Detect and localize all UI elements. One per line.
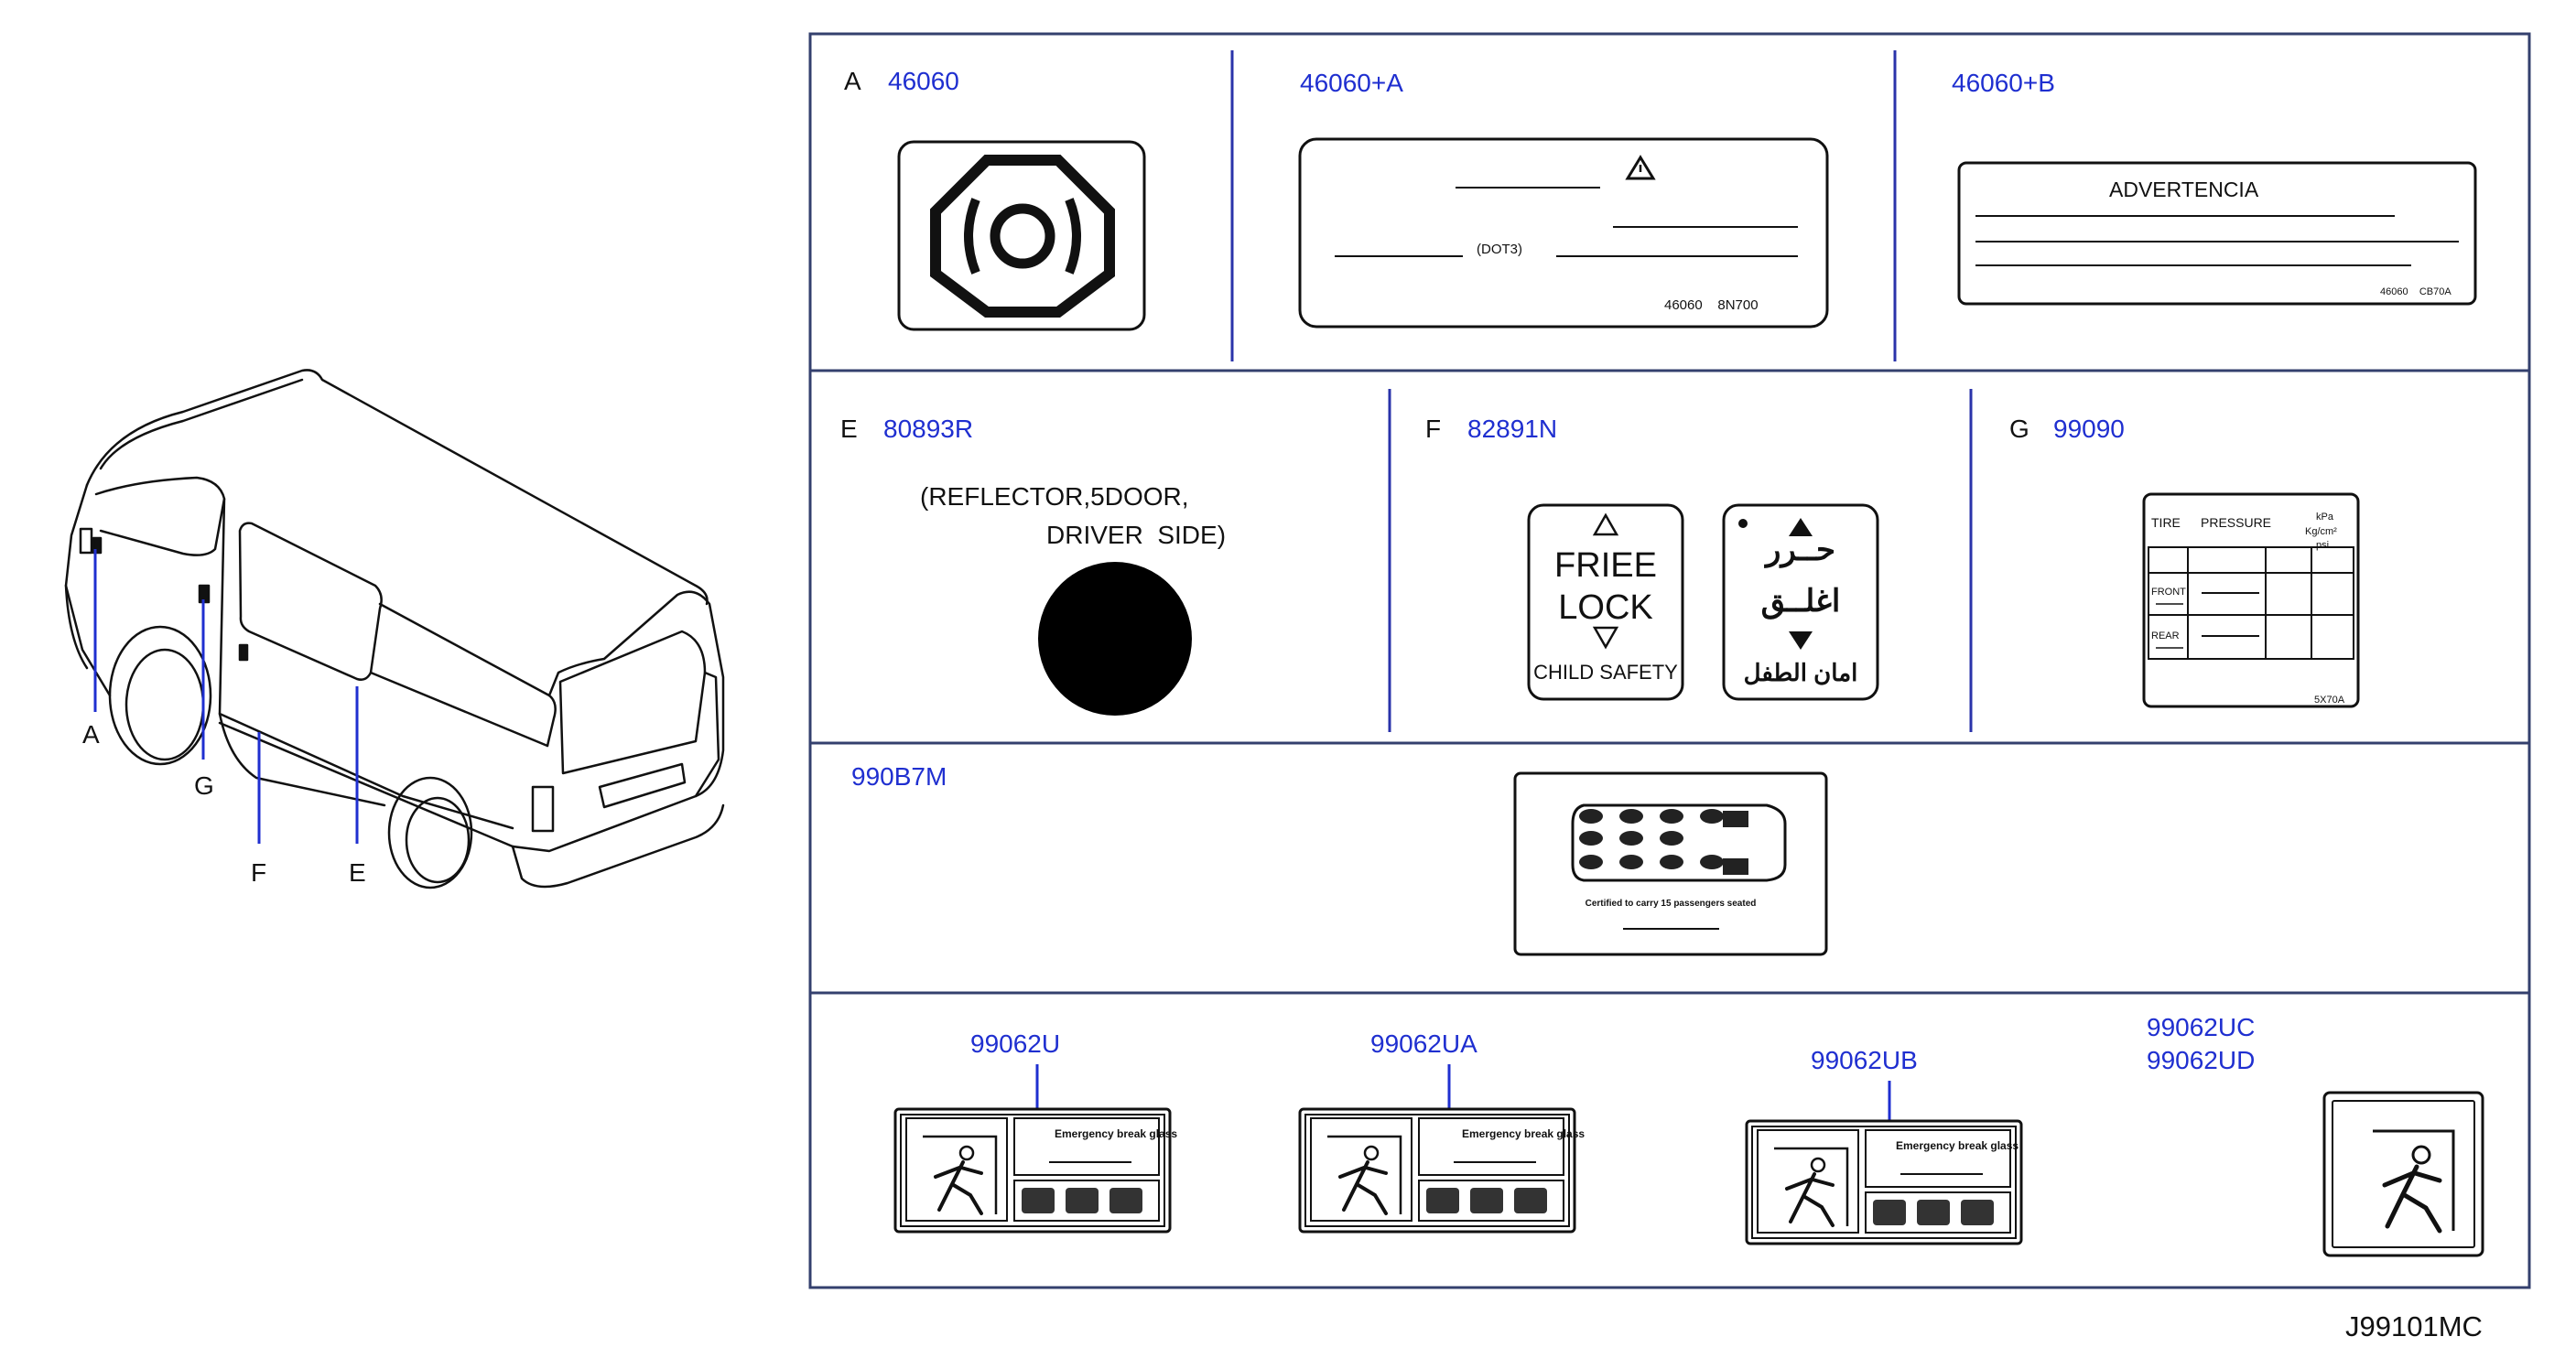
seat-icon [1700, 855, 1724, 869]
emergency-exit-labels [893, 1107, 2023, 1245]
part-number-99062ud: 99062UD [2147, 1046, 2255, 1074]
seat-icon [1619, 809, 1643, 824]
arabic-lock-text: اغلــق [1761, 584, 1841, 620]
seat-icon [1579, 855, 1603, 869]
lock-text: LOCK [1558, 588, 1652, 627]
part-number-99062ub: 99062UB [1811, 1046, 1918, 1074]
part-number-46060-a: 46060+A [1300, 69, 1403, 97]
exit-sign-large [2322, 1091, 2484, 1257]
van-illustration [64, 369, 725, 889]
reflector-disc [1038, 562, 1192, 716]
seat-icon [1700, 809, 1724, 824]
seat-icon [1619, 831, 1643, 846]
part-number-99090: 99090 [2053, 415, 2125, 443]
seat-icon [1660, 809, 1683, 824]
arabic-child-safety-text: امان الطفل [1744, 659, 1858, 686]
pressure-text: PRESSURE [2201, 515, 2271, 530]
label-code-5x70a: 5X70A [2314, 695, 2345, 706]
exit1-title: Emergency break glass [1055, 1127, 1177, 1140]
seat-icon [1660, 855, 1683, 869]
child-lock-label-ar [1722, 503, 1879, 701]
child-lock-label-en [1527, 503, 1684, 701]
callout-f: F [251, 858, 266, 887]
part-number-80893r: 80893R [883, 415, 973, 443]
part-number-46060-b: 46060+B [1952, 69, 2055, 97]
exit3-sticker [1745, 1119, 2023, 1245]
tire-text: TIRE [2151, 515, 2181, 530]
reflector-note-line1: (REFLECTOR,5DOOR, [920, 482, 1189, 511]
advertencia-heading: ADVERTENCIA [2109, 178, 2259, 201]
diagram-id: J99101MC [2345, 1310, 2483, 1342]
part-number-99062u: 99062U [970, 1029, 1060, 1058]
exit3-title: Emergency break glass [1896, 1139, 2019, 1152]
brake-warning-label [897, 140, 1146, 331]
tire-pressure-label [2142, 492, 2360, 708]
seating-caption: Certified to carry 15 passengers seated [1586, 899, 1757, 909]
seat-icons [1579, 809, 1724, 869]
seat-icon [1579, 831, 1603, 846]
kpa-text: kPa [2316, 512, 2334, 523]
panel-a-letter: A [844, 67, 861, 95]
part-number-82891n: 82891N [1467, 415, 1557, 443]
advertencia-label [1957, 161, 2477, 306]
arabic-release-text: حــرر [1764, 533, 1835, 568]
reflector-note-line2: DRIVER SIDE) [1046, 521, 1226, 549]
seat-icon [1619, 855, 1643, 869]
panel-f-letter: F [1425, 415, 1441, 443]
exit2-sticker [1298, 1107, 1576, 1234]
part-number-990b7m: 990B7M [851, 762, 947, 791]
front-text: FRONT [2151, 587, 2186, 598]
callout-a: A [82, 720, 100, 749]
seating-capacity-label [1513, 771, 1828, 956]
part-number-99062ua: 99062UA [1370, 1029, 1477, 1058]
exit2-title: Emergency break glass [1462, 1127, 1585, 1140]
panel-e-letter: E [840, 415, 858, 443]
panel-g-letter: G [2009, 415, 2029, 443]
dot3-text: (DOT3) [1477, 242, 1522, 257]
label-code-cb70a: 46060 CB70A [2380, 286, 2452, 297]
label-code-8n700: 46060 8N700 [1664, 297, 1759, 313]
exit1-sticker [893, 1107, 1172, 1234]
part-number-99062uc: 99062UC [2147, 1013, 2255, 1041]
brake-fluid-label [1298, 137, 1829, 329]
callout-e: E [349, 858, 366, 887]
callout-leaders [93, 549, 359, 844]
callout-g: G [194, 771, 214, 800]
rear-text: REAR [2151, 630, 2180, 641]
child-safety-text: CHILD SAFETY [1533, 661, 1678, 684]
seat-icon [1660, 831, 1683, 846]
kgcm-text: Kg/cm² [2305, 526, 2337, 537]
part-number-46060: 46060 [888, 67, 959, 95]
parts-frame [808, 32, 2531, 1289]
seat-icon [1579, 809, 1603, 824]
free-text: FRIEE [1554, 546, 1657, 585]
psi-text: psi [2316, 540, 2329, 551]
